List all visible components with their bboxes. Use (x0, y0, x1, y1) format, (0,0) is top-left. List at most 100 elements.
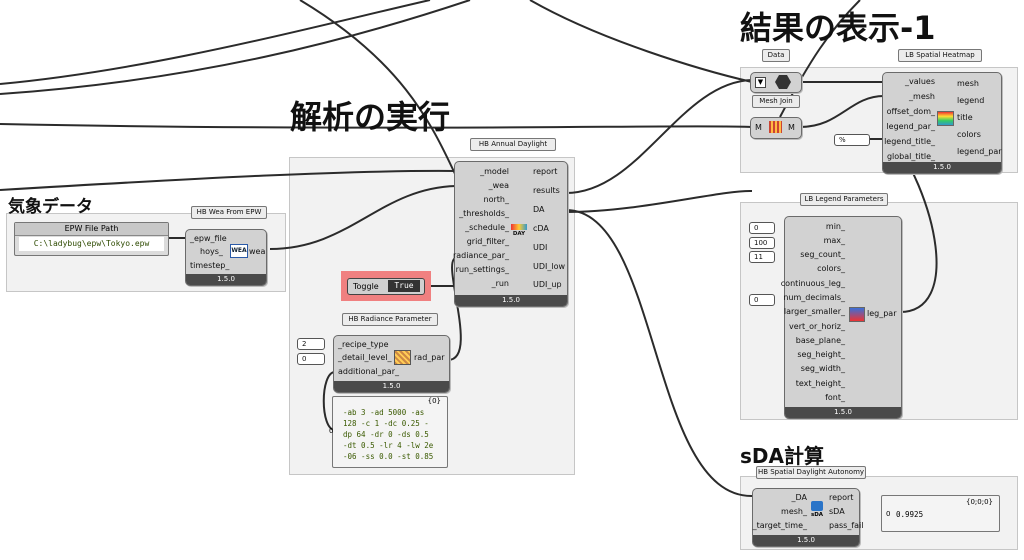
annual-output-udi-up[interactable]: UDI_up (533, 280, 562, 289)
legend-input-seg-width[interactable]: seg_width_ (800, 364, 845, 373)
data-title: Data (762, 49, 790, 62)
heading-weather: 気象データ (8, 197, 93, 217)
sda-panel-index: 0 (886, 510, 891, 518)
wea-version: 1.5.0 (186, 274, 266, 285)
wea-output-wea[interactable]: wea (249, 247, 266, 256)
radpar-input-additional[interactable]: additional_par_ (338, 367, 399, 376)
legend-version: 1.5.0 (785, 407, 901, 418)
sda-panel-value: 0.9925 (896, 510, 924, 519)
sda-output-report[interactable]: report (829, 493, 854, 502)
annual-output-report[interactable]: report (533, 167, 558, 176)
spatial-heatmap-component[interactable]: _values _mesh offset_dom_ legend_par_ le… (882, 72, 1002, 174)
annual-output-udi[interactable]: UDI (533, 243, 548, 252)
heatmap-output-legend[interactable]: legend (957, 96, 985, 105)
legend-input-larger-smaller[interactable]: larger_smaller_ (783, 307, 845, 316)
mesh-join-icon (769, 121, 782, 133)
legend-input-min[interactable]: min_ (825, 222, 845, 231)
radiance-parameter-component[interactable]: _recipe_type _detail_level_ additional_p… (333, 335, 450, 393)
annual-version: 1.5.0 (455, 295, 567, 306)
legend-number-max[interactable]: 100 (749, 237, 775, 249)
annual-input-run[interactable]: _run (491, 279, 509, 288)
legend-input-seg-count[interactable]: seg_count_ (800, 250, 845, 259)
heading-result: 結果の表示-1 (740, 9, 936, 47)
radiance-parameter-panel[interactable]: {0} 0 -ab 3 -ad 5000 -as 128 -c 1 -dc 0.… (329, 396, 448, 468)
legend-input-seg-height[interactable]: seg_height_ (797, 350, 845, 359)
wea-component[interactable]: _epw_file hoys_ timestep_ WEA wea 1.5.0 (185, 229, 267, 286)
sda-panel-header: {0;0;0} (966, 498, 993, 506)
annual-input-grid-filter[interactable]: grid_filter_ (466, 237, 509, 246)
sda-component[interactable]: _DA mesh_ _target_time_ sDA report sDA p… (752, 488, 864, 547)
heatmap-input-mesh[interactable]: _mesh (909, 92, 935, 101)
heatmap-input-legend-par[interactable]: legend_par_ (886, 122, 935, 131)
legend-input-colors[interactable]: colors_ (817, 264, 845, 273)
legend-input-continuous[interactable]: continuous_leg_ (780, 279, 845, 288)
legend-input-font[interactable]: font_ (825, 393, 845, 402)
annual-input-radiance-par[interactable]: radiance_par_ (452, 251, 509, 260)
sda-output-sda[interactable]: sDA (829, 507, 845, 516)
epw-path-panel[interactable]: EPW File Path C:\ladybug\epw\Tokyo.epw (14, 222, 169, 256)
annual-output-da[interactable]: DA (533, 205, 545, 214)
annual-input-model[interactable]: _model (480, 167, 509, 176)
legend-input-max[interactable]: max_ (823, 236, 845, 245)
annual-input-schedule[interactable]: _schedule_ (465, 223, 509, 232)
heatmap-input-values[interactable]: _values (904, 77, 935, 86)
legend-input-num-decimals[interactable]: num_decimals_ (783, 293, 845, 302)
sda-icon: sDA (809, 501, 825, 519)
wea-input-hoys[interactable]: hoys_ (200, 247, 223, 256)
heading-sda: sDA計算 (740, 444, 824, 468)
heatmap-input-offset[interactable]: offset_dom_ (886, 107, 935, 116)
radpar-number-detail[interactable]: 0 (297, 353, 325, 365)
annual-output-cda[interactable]: cDA (533, 224, 549, 233)
annual-output-results[interactable]: results (533, 186, 560, 195)
radpar-number-recipe[interactable]: 2 (297, 338, 325, 350)
annual-output-udi-low[interactable]: UDI_low (533, 262, 566, 271)
legend-parameters-component[interactable]: min_ max_ seg_count_ colors_ continuous_… (780, 216, 902, 419)
legend-input-vert-horiz[interactable]: vert_or_horiz_ (789, 322, 845, 331)
epw-path-value: C:\ladybug\epw\Tokyo.epw (19, 237, 164, 251)
heatmap-icon (937, 111, 954, 126)
heatmap-percent-panel[interactable]: % (834, 134, 870, 146)
radpar-input-detail[interactable]: _detail_level_ (338, 353, 392, 362)
annual-daylight-component[interactable]: _model _wea north_ _thresholds_ _schedul… (452, 161, 568, 307)
wea-input-epw-file[interactable]: _epw_file (190, 234, 227, 243)
toggle-value[interactable]: True (388, 280, 420, 292)
heatmap-output-legend-par[interactable]: legend_par (957, 147, 1002, 156)
run-toggle[interactable]: Toggle True (347, 278, 425, 295)
legend-number-seg[interactable]: 11 (749, 251, 775, 263)
heatmap-input-global-title[interactable]: global_title_ (886, 152, 935, 161)
sda-result-panel[interactable]: {0;0;0} 0 0.9925 (881, 495, 1000, 532)
toggle-label: Toggle (353, 282, 379, 291)
heatmap-output-colors[interactable]: colors (957, 130, 981, 139)
radpar-input-recipe[interactable]: _recipe_type (338, 340, 389, 349)
annual-daylight-icon: DAY (511, 224, 527, 238)
sda-output-pass-fail[interactable]: pass_fail (829, 521, 864, 530)
sda-input-mesh[interactable]: mesh_ (781, 507, 807, 516)
radpar-version: 1.5.0 (334, 381, 449, 392)
heatmap-version: 1.5.0 (883, 162, 1001, 173)
meshjoin-output[interactable]: M (788, 123, 795, 132)
legend-input-base-plane[interactable]: base_plane_ (795, 336, 845, 345)
heatmap-output-mesh[interactable]: mesh (957, 79, 979, 88)
legend-input-text-height[interactable]: text_height_ (795, 379, 845, 388)
sda-version: 1.5.0 (753, 535, 859, 546)
data-parameter[interactable]: ▼ (750, 72, 802, 93)
legend-number-min[interactable]: 0 (749, 222, 775, 234)
legend-output-leg-par[interactable]: leg_par (867, 309, 897, 318)
annual-input-wea[interactable]: _wea (488, 181, 509, 190)
radpar-output[interactable]: rad_par (414, 353, 445, 362)
mesh-join-component[interactable]: M M (750, 117, 802, 139)
annual-input-thresholds[interactable]: _thresholds_ (459, 209, 509, 218)
heatmap-output-title[interactable]: title (957, 113, 973, 122)
radpar-panel-header: {0} (427, 397, 441, 405)
sda-input-da[interactable]: _DA (791, 493, 808, 502)
sda-input-target-time[interactable]: _target_time_ (752, 521, 807, 530)
annual-input-north[interactable]: north_ (483, 195, 509, 204)
legend-number-decimals[interactable]: 0 (749, 294, 775, 306)
annual-input-run-settings[interactable]: run_settings_ (455, 265, 509, 274)
heatmap-input-legend-title[interactable]: legend_title_ (884, 137, 935, 146)
radpar-panel-text: -ab 3 -ad 5000 -as 128 -c 1 -dc 0.25 - d… (343, 408, 434, 461)
meshjoin-input[interactable]: M (755, 123, 762, 132)
legend-title: LB Legend Parameters (800, 193, 888, 206)
wea-input-timestep[interactable]: timestep_ (190, 261, 230, 270)
